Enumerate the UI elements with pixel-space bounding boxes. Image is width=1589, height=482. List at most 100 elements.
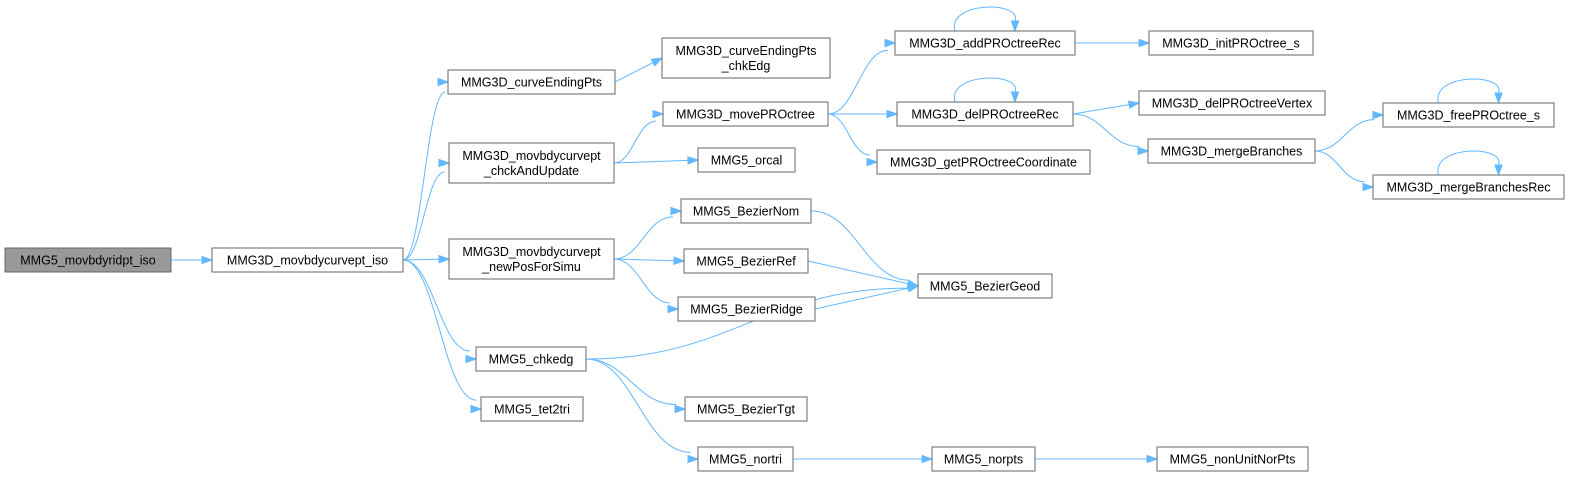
node-non-unit-nor-pts[interactable]: MMG5_nonUnitNorPts (1156, 446, 1309, 472)
node-label: MMG3D_movePROctree (676, 108, 815, 122)
node-bezier-nom[interactable]: MMG5_BezierNom (680, 198, 812, 224)
edge-arrowhead (1010, 91, 1020, 104)
edge-line (807, 260, 909, 285)
node-label: MMG5_BezierGeod (930, 280, 1041, 294)
node-tet2tri[interactable]: MMG5_tet2tri (480, 396, 584, 422)
edge-move-proctree-to-del-proctree-rec (828, 109, 899, 119)
edge-merge-branches-to-merge-branches-rec (1314, 150, 1375, 192)
node-merge-branches[interactable]: MMG3D_mergeBranches (1147, 138, 1316, 164)
edge-movbdyridpt-iso-to-movbdycurvept-iso (171, 255, 214, 265)
node-label: MMG5_orcal (711, 154, 783, 168)
edge-arrowhead (1010, 20, 1020, 33)
edge-line (1072, 104, 1130, 115)
edge-arrowhead (866, 157, 879, 167)
edge-arrowhead (1137, 146, 1150, 156)
edge-movbdycurvept-iso-to-new-pos-for-simu (402, 254, 451, 264)
node-curve-ending-pts[interactable]: MMG3D_curveEndingPts (447, 69, 616, 95)
node-bezier-geod[interactable]: MMG5_BezierGeod (917, 273, 1053, 299)
edge-line (585, 358, 691, 453)
node-label: MMG3D_delPROctreeRec (911, 108, 1058, 122)
node-label: MMG3D_freePROctree_s (1397, 109, 1540, 123)
edge-add-proctree-rec-to-add-proctree-rec (954, 6, 1020, 33)
edge-free-proctree-s-to-free-proctree-s (1437, 78, 1503, 105)
node-bezier-ridge[interactable]: MMG5_BezierRidge (677, 296, 816, 322)
node-box (1138, 90, 1326, 116)
node-movbdyridpt-iso[interactable]: MMG5_movbdyridpt_iso (4, 247, 172, 273)
node-new-pos-for-simu[interactable]: MMG3D_movbdycurvept_newPosForSimu (448, 238, 615, 280)
node-orcal[interactable]: MMG5_orcal (697, 147, 796, 173)
node-chck-and-update[interactable]: MMG3D_movbdycurvept_chckAndUpdate (448, 142, 615, 184)
node-label: MMG3D_initPROctree_s (1162, 37, 1300, 51)
node-del-proctree-vertex[interactable]: MMG3D_delPROctreeVertex (1138, 90, 1326, 116)
node-label: _newPosForSimu (481, 260, 581, 274)
node-nortri[interactable]: MMG5_nortri (697, 446, 794, 472)
edge-line (810, 210, 910, 281)
node-box (1382, 102, 1555, 128)
node-get-proctree-coordinate[interactable]: MMG3D_getPROctreeCoordinate (876, 149, 1091, 175)
edge-chkedg-to-nortri (585, 358, 700, 464)
node-box (4, 247, 172, 273)
edge-curve-ending-pts-to-curve-ending-pts-chk-edg (614, 57, 664, 83)
node-box (1156, 446, 1309, 472)
node-free-proctree-s[interactable]: MMG3D_freePROctree_s (1382, 102, 1555, 128)
edge-arrowhead (1127, 100, 1141, 109)
edge-arrowhead (438, 158, 451, 168)
node-label: MMG3D_curveEndingPts (461, 76, 602, 90)
edge-arrowhead (438, 254, 451, 264)
edge-line (402, 258, 440, 261)
node-box (677, 296, 816, 322)
node-label: MMG3D_mergeBranches (1161, 145, 1303, 159)
edge-arrowhead (674, 404, 687, 414)
edge-arrowhead (1146, 454, 1159, 464)
node-label: MMG5_movbdyridpt_iso (20, 254, 156, 268)
node-label: MMG3D_getPROctreeCoordinate (890, 156, 1077, 170)
node-label: MMG3D_delPROctreeVertex (1152, 97, 1313, 111)
node-label: MMG5_BezierNom (693, 205, 799, 219)
node-box (661, 37, 831, 79)
node-bezier-ref[interactable]: MMG5_BezierRef (683, 248, 809, 274)
edge-arrowhead (906, 284, 920, 293)
node-curve-ending-pts-chk-edg[interactable]: MMG3D_curveEndingPts_chkEdg (661, 37, 831, 79)
node-bezier-tgt[interactable]: MMG5_BezierTgt (684, 396, 808, 422)
node-box (211, 247, 404, 273)
node-norpts[interactable]: MMG5_norpts (931, 446, 1036, 472)
node-box (680, 198, 812, 224)
node-box (1147, 138, 1316, 164)
node-box (684, 396, 808, 422)
edge-line (827, 49, 889, 115)
edge-line (613, 159, 689, 164)
edge-line (1314, 119, 1375, 152)
node-add-proctree-rec[interactable]: MMG3D_addPROctreeRec (894, 30, 1076, 56)
edge-line (402, 259, 477, 401)
node-label: MMG3D_addPROctreeRec (909, 37, 1060, 51)
node-box (480, 396, 584, 422)
node-box (448, 142, 615, 184)
edge-line (814, 287, 909, 310)
node-label: MMG5_chkedg (489, 353, 574, 367)
node-del-proctree-rec[interactable]: MMG3D_delPROctreeRec (896, 101, 1074, 127)
edge-chkedg-to-bezier-tgt (585, 358, 687, 414)
node-move-proctree[interactable]: MMG3D_movePROctree (662, 101, 829, 127)
node-label: _chckAndUpdate (483, 164, 579, 178)
node-chkedg[interactable]: MMG5_chkedg (475, 346, 587, 372)
node-box (917, 273, 1053, 299)
edge-line (954, 77, 1016, 103)
node-box (697, 147, 796, 173)
edge-line (1314, 150, 1365, 183)
edge-chck-and-update-to-move-proctree (613, 109, 665, 164)
node-label: MMG5_BezierRef (696, 255, 796, 269)
node-label: MMG5_norpts (944, 453, 1023, 467)
edge-arrowhead (884, 38, 897, 48)
node-movbdycurvept-iso[interactable]: MMG3D_movbdycurvept_iso (211, 247, 404, 273)
edge-arrowhead (687, 156, 700, 165)
node-init-proctree-s[interactable]: MMG3D_initPROctree_s (1148, 30, 1314, 56)
edge-line (613, 258, 671, 304)
edge-nortri-to-norpts (793, 454, 934, 464)
node-merge-branches-rec[interactable]: MMG3D_mergeBranchesRec (1372, 174, 1565, 200)
edge-new-pos-for-simu-to-bezier-ridge (613, 258, 680, 314)
edge-chck-and-update-to-orcal (613, 156, 700, 165)
edge-merge-branches-to-free-proctree-s (1314, 110, 1385, 152)
edge-arrowhead (437, 77, 450, 87)
node-box (475, 346, 587, 372)
edge-line (1437, 78, 1500, 104)
